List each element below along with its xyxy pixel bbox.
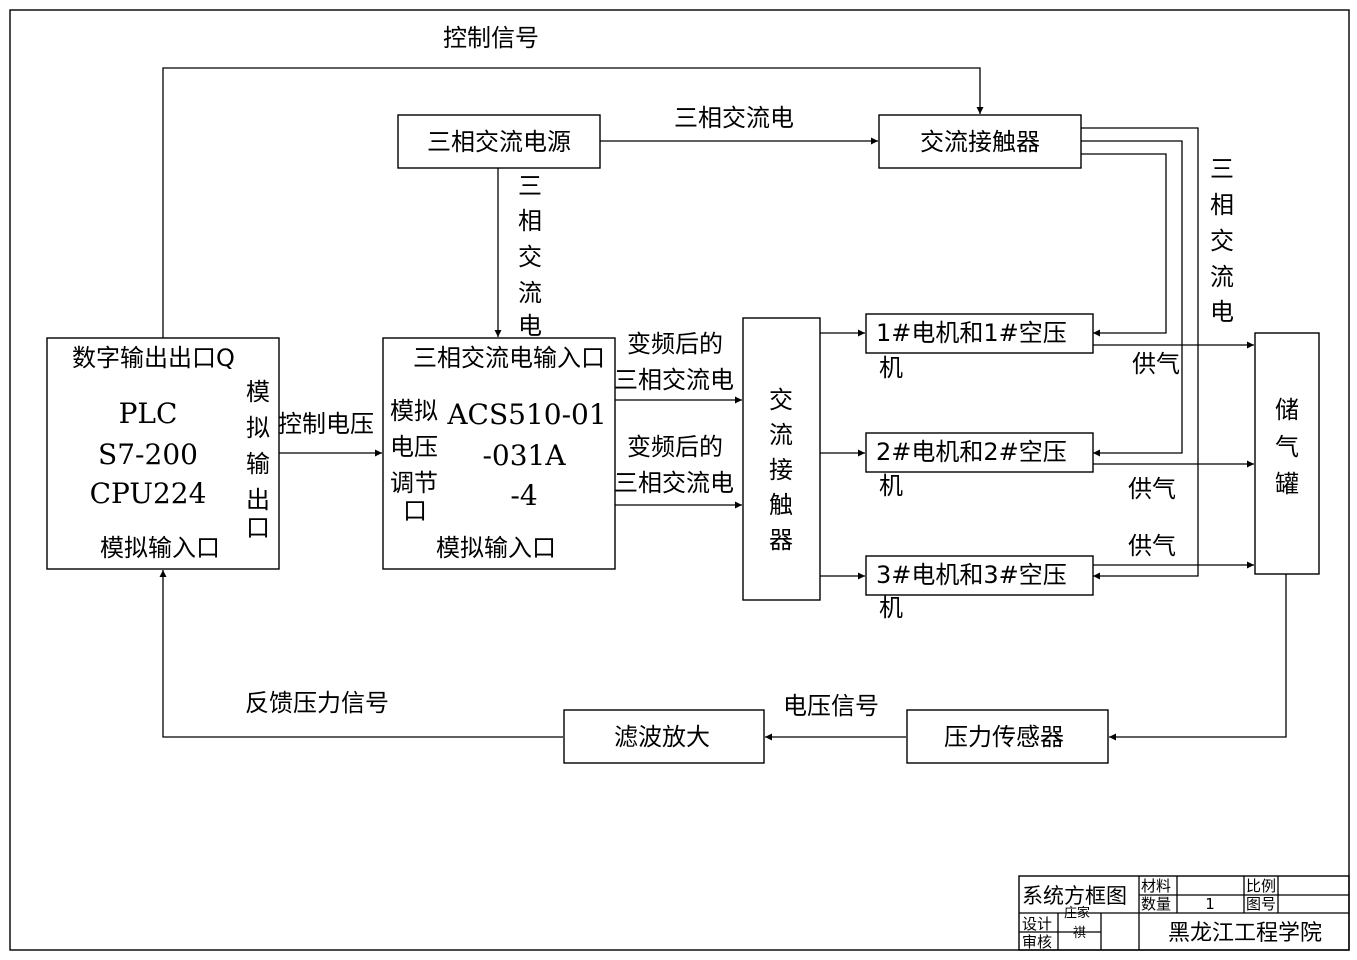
contactor-mid-char: 接: [769, 456, 793, 484]
three-phase-right-char: 相: [1210, 191, 1234, 219]
plc-name: PLC: [119, 397, 178, 430]
motor-2-label: 2#电机和2#空压: [876, 438, 1067, 466]
tank-to-sensor-line: [1109, 574, 1287, 741]
title-block-designer-name: 庄家: [1064, 905, 1090, 921]
three-phase-source-block: 三相交流电源: [397, 114, 601, 169]
vfd-output-label-2b: 三相交流电: [614, 469, 734, 497]
three-phase-vertical-char: 流: [518, 279, 542, 307]
three-phase-right-label: 三 相 交 流 电: [1210, 155, 1234, 326]
vfd-analog-label-line: 模拟: [390, 397, 438, 425]
filter-block: 滤波放大: [563, 709, 765, 764]
feedback-pressure-label: 反馈压力信号: [245, 689, 389, 717]
title-block-review-label: 审核: [1022, 933, 1052, 951]
voltage-signal-label: 电压信号: [783, 692, 879, 720]
motor-3-label-2: 机: [879, 594, 903, 622]
vfd-model-line: -031A: [482, 439, 566, 472]
vfd-model-line: -4: [510, 479, 537, 512]
three-phase-vertical-char: 电: [518, 312, 542, 340]
bus-to-motor3-line: [1081, 127, 1199, 580]
three-phase-right-char: 电: [1210, 298, 1234, 326]
title-block-drawing-no-label: 图号: [1246, 895, 1276, 913]
three-phase-vertical-char: 三: [518, 172, 542, 200]
feedback-line: [159, 570, 563, 738]
title-block-scale-label: 比例: [1246, 877, 1276, 895]
three-phase-vertical-label: 三 相 交 流 电: [518, 172, 542, 340]
vfd-output-label-2: 变频后的: [627, 433, 723, 461]
plc-analog-input-label: 模拟输入口: [100, 534, 220, 562]
vfd-input-label: 三相交流电输入口: [413, 344, 605, 372]
title-block-quantity-value: 1: [1205, 895, 1215, 913]
title-block-quantity-label: 数量: [1141, 895, 1171, 913]
title-block-design-label: 设计: [1022, 915, 1052, 933]
plc-block: 数字输出出口Q PLC S7-200 CPU224 模拟输入口 模 拟 输 出 …: [46, 337, 280, 570]
title-block-material-label: 材料: [1141, 877, 1171, 895]
plc-cpu: CPU224: [90, 477, 207, 510]
three-phase-right-char: 交: [1210, 227, 1234, 255]
air-supply-label-1: 供气: [1132, 350, 1180, 378]
motor-3-label: 3#电机和3#空压: [876, 561, 1067, 589]
plc-analog-output-char: 口: [246, 514, 270, 542]
vfd-output-label-1b: 三相交流电: [614, 366, 734, 394]
air-tank-char: 罐: [1275, 470, 1299, 498]
plc-analog-output-char: 拟: [246, 414, 270, 442]
three-phase-vertical-char: 相: [518, 207, 542, 235]
pressure-sensor-block: 压力传感器: [906, 709, 1109, 764]
control-voltage-label: 控制电压: [278, 410, 374, 438]
three-phase-top-label: 三相交流电: [674, 104, 794, 132]
air-supply-label-2: 供气: [1128, 475, 1176, 503]
control-signal-label: 控制信号: [443, 24, 539, 52]
title-block-school: 黑龙江工程学院: [1168, 921, 1322, 946]
air-supply-label-3: 供气: [1128, 532, 1176, 560]
vfd-block: 三相交流电输入口 模拟 电压 调节 口 ACS510-01 -031A -4 模…: [382, 337, 616, 570]
bus-to-motor2-line: [1081, 140, 1183, 457]
title-block-title: 系统方框图: [1022, 884, 1127, 908]
three-phase-source-label: 三相交流电源: [427, 128, 571, 156]
contactor-mid-char: 器: [769, 526, 793, 554]
contactor-mid-char: 流: [769, 421, 793, 449]
control-signal-line: [162, 67, 984, 338]
plc-digital-output-label: 数字输出出口Q: [72, 344, 235, 372]
pressure-sensor-label: 压力传感器: [944, 723, 1064, 751]
contactor-mid-char: 触: [769, 491, 793, 519]
bus-to-motor1-line: [1081, 153, 1167, 337]
motor-1-block: 1#电机和1#空压 机: [865, 313, 1094, 382]
title-block-designer-name-2: 祺: [1073, 926, 1086, 941]
drawing-frame: [9, 9, 1350, 951]
air-tank-char: 储: [1275, 396, 1299, 424]
motor-2-label-2: 机: [879, 472, 903, 500]
vfd-analog-label-line: 调节: [390, 469, 438, 497]
motor-3-block: 3#电机和3#空压 机: [865, 555, 1094, 622]
three-phase-right-char: 三: [1210, 155, 1234, 183]
plc-analog-output-char: 模: [246, 378, 270, 406]
plc-analog-output-char: 输: [246, 450, 270, 478]
motor-2-block: 2#电机和2#空压 机: [865, 432, 1094, 500]
vfd-model-line: ACS510-01: [446, 398, 606, 431]
contactor-top-label: 交流接触器: [920, 128, 1040, 156]
three-phase-right-char: 流: [1210, 263, 1234, 291]
vfd-output-label-1: 变频后的: [627, 330, 723, 358]
motor-1-label: 1#电机和1#空压: [876, 319, 1067, 347]
air-tank-char: 气: [1275, 433, 1299, 461]
contactor-mid-block: 交 流 接 触 器: [742, 317, 821, 601]
contactor-mid-char: 交: [769, 386, 793, 414]
air-tank-block: 储 气 罐: [1254, 332, 1320, 575]
contactor-top-block: 交流接触器: [878, 114, 1082, 169]
three-phase-vertical-char: 交: [518, 243, 542, 271]
motor-1-label-2: 机: [879, 354, 903, 382]
plc-analog-output-char: 出: [246, 486, 270, 514]
vfd-analog-label-line: 口: [403, 497, 427, 525]
title-block: 系统方框图 材料 数量 1 比例 图号 设计 审核 庄家 祺 黑龙江工程学院: [1018, 875, 1350, 951]
vfd-analog-input-label: 模拟输入口: [436, 534, 556, 562]
plc-model: S7-200: [98, 438, 198, 471]
vfd-analog-label-line: 电压: [390, 433, 438, 461]
filter-label: 滤波放大: [614, 723, 710, 751]
